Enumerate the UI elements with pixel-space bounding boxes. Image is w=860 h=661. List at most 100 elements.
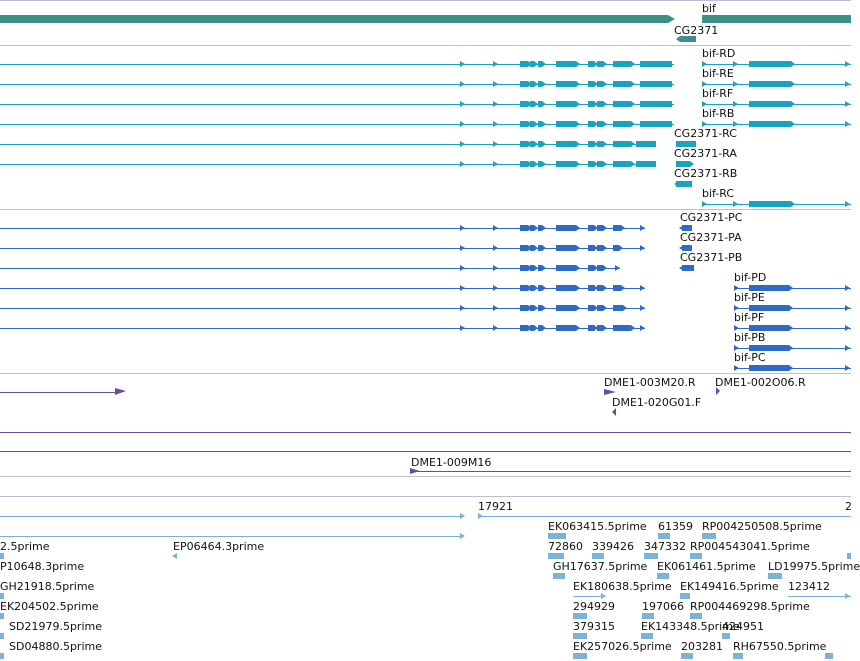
exon-marker xyxy=(640,325,645,331)
transcript-label-bif-re[interactable]: bif-RE xyxy=(702,67,734,80)
insertion-marker xyxy=(716,387,720,395)
protein-label-cg2371-pc[interactable]: CG2371-PC xyxy=(680,211,743,224)
est-label[interactable]: 379315 xyxy=(573,620,615,633)
insertion-label-dme1-009m16[interactable]: DME1-009M16 xyxy=(411,456,492,469)
transcript-cg2371-rb-exon xyxy=(676,181,692,187)
exon-block xyxy=(588,265,598,271)
est-label[interactable]: EK149416.5prime xyxy=(680,580,779,593)
exon-block xyxy=(530,61,538,67)
insertion-marker xyxy=(612,408,616,416)
protein-exon-marker xyxy=(493,225,498,231)
est-label[interactable]: SD04880.5prime xyxy=(9,640,102,653)
exon-block xyxy=(520,161,532,167)
exon-block xyxy=(588,225,598,231)
est-label[interactable]: 17921 xyxy=(478,500,513,513)
est-label[interactable]: EK180638.5prime xyxy=(573,580,672,593)
protein-label-bif-pf[interactable]: bif-PF xyxy=(734,311,765,324)
transcript-label-bif-rd[interactable]: bif-RD xyxy=(702,47,736,60)
transcript-cg2371-rc-exon xyxy=(676,141,696,147)
est-label[interactable]: P10648.3prime xyxy=(0,560,85,573)
est-label[interactable]: LD19975.5prime xyxy=(768,560,860,573)
insertion-label-dme1-020g01-f[interactable]: DME1-020G01.F xyxy=(612,396,702,409)
est-label[interactable]: GH21918.5prime xyxy=(0,580,95,593)
exon-block xyxy=(613,305,627,311)
exon-block xyxy=(702,533,716,539)
est-label[interactable]: EK143348.5prime xyxy=(641,620,740,633)
insertion-marker xyxy=(410,468,420,474)
exon-block xyxy=(722,633,730,639)
exon-block xyxy=(520,225,532,231)
est-label[interactable]: 294929 xyxy=(573,600,615,613)
exon-block xyxy=(733,653,743,659)
transcript-label-bif-rc[interactable]: bif-RC xyxy=(702,187,735,200)
transcript-label-bif-rf[interactable]: bif-RF xyxy=(702,87,734,100)
protein-label-bif-pd[interactable]: bif-PD xyxy=(734,271,767,284)
exon-marker xyxy=(702,61,707,67)
transcript-label-cg2371-rc[interactable]: CG2371-RC xyxy=(674,127,737,140)
exon-block xyxy=(597,305,607,311)
exon-block xyxy=(749,325,793,331)
exon-marker xyxy=(601,593,606,599)
exon-block xyxy=(520,141,532,147)
exon-block xyxy=(749,365,793,371)
exon-marker xyxy=(733,81,738,87)
exon-block xyxy=(613,81,635,87)
transcript-exon-marker xyxy=(493,61,498,67)
est-label[interactable]: GH17637.5prime xyxy=(553,560,648,573)
exon-block xyxy=(597,161,607,167)
est-label[interactable]: 203281 xyxy=(681,640,723,653)
exon-block xyxy=(520,81,532,87)
exon-block xyxy=(573,633,587,639)
exon-block xyxy=(556,161,580,167)
insertion-label-dme1-003m20-r[interactable]: DME1-003M20.R xyxy=(604,376,696,389)
est-label[interactable]: EK204502.5prime xyxy=(0,600,99,613)
est-label[interactable]: RP004543041.5prime xyxy=(690,540,810,553)
est-label[interactable]: 197066 xyxy=(642,600,684,613)
est-label[interactable]: RP004250508.5prime xyxy=(702,520,822,533)
exon-block xyxy=(597,265,607,271)
est-label[interactable]: 2 xyxy=(845,500,852,513)
gene-label-cg2371[interactable]: CG2371 xyxy=(674,24,719,37)
est-label[interactable]: EK063415.5prime xyxy=(548,520,647,533)
est-label[interactable]: 347332 xyxy=(644,540,686,553)
est-label[interactable]: 72860 xyxy=(548,540,583,553)
est-label[interactable]: 339426 xyxy=(592,540,634,553)
est-label[interactable]: SD21979.5prime xyxy=(9,620,102,633)
est-label[interactable]: 123412 xyxy=(788,580,830,593)
exon-block xyxy=(644,553,658,559)
protein-label-bif-pc[interactable]: bif-PC xyxy=(734,351,766,364)
exon-block xyxy=(556,121,580,127)
exon-marker xyxy=(679,245,684,251)
transcript-label-cg2371-ra[interactable]: CG2371-RA xyxy=(674,147,737,160)
exon-marker xyxy=(734,365,739,371)
transcript-label-bif-rb[interactable]: bif-RB xyxy=(702,107,735,120)
est-label[interactable]: EP06464.3prime xyxy=(173,540,265,553)
insertion-label-dme1-002o06-r[interactable]: DME1-002O06.R xyxy=(715,376,806,389)
exon-block xyxy=(538,81,546,87)
protein-exon-marker xyxy=(493,325,498,331)
exon-block xyxy=(556,245,580,251)
exon-block xyxy=(538,325,546,331)
protein-label-bif-pe[interactable]: bif-PE xyxy=(734,291,765,304)
exon-block xyxy=(597,325,607,331)
exon-block xyxy=(768,573,782,579)
exon-block xyxy=(548,533,558,539)
est-label[interactable]: EK257026.5prime xyxy=(573,640,672,653)
est-label[interactable]: EK061461.5prime xyxy=(657,560,756,573)
protein-label-cg2371-pb[interactable]: CG2371-PB xyxy=(680,251,743,264)
exon-block xyxy=(680,593,690,599)
protein-label-cg2371-pa[interactable]: CG2371-PA xyxy=(680,231,742,244)
transcript-label-cg2371-rb[interactable]: CG2371-RB xyxy=(674,167,738,180)
gene-label-bif[interactable]: bif xyxy=(702,2,716,15)
est-label[interactable]: RP004469298.5prime xyxy=(690,600,810,613)
exon-block xyxy=(613,121,635,127)
est-label[interactable]: RH67550.5prime xyxy=(733,640,827,653)
est-label[interactable]: 2.5prime xyxy=(0,540,50,553)
exon-block xyxy=(597,121,607,127)
exon-block xyxy=(597,245,607,251)
est-label[interactable]: 424951 xyxy=(722,620,764,633)
protein-label-bif-pb[interactable]: bif-PB xyxy=(734,331,766,344)
exon-block xyxy=(613,325,635,331)
exon-marker xyxy=(679,265,684,271)
est-label[interactable]: 61359 xyxy=(658,520,693,533)
